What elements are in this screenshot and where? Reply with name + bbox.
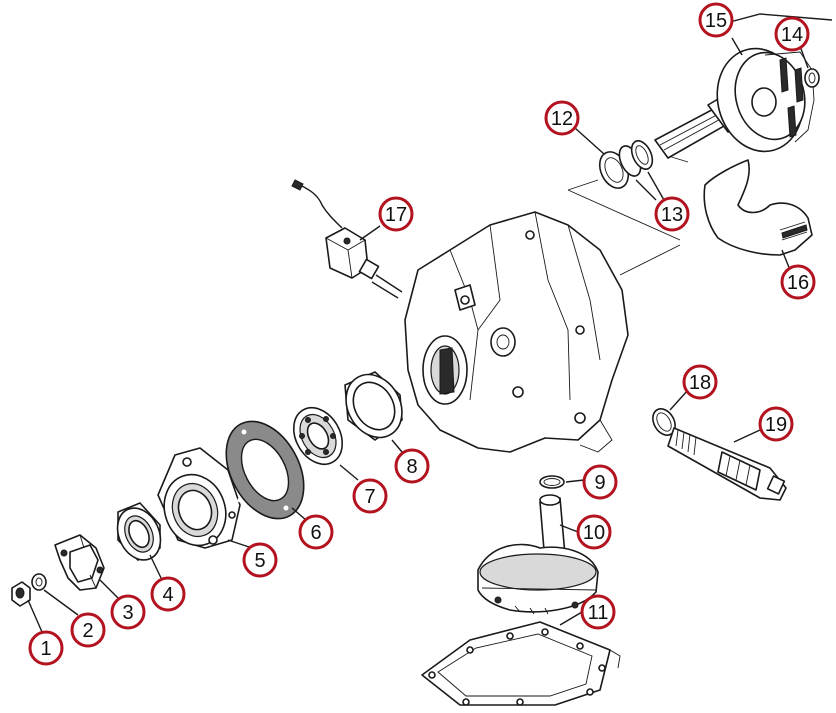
callout-number: 6 — [310, 522, 321, 544]
callout-circle — [242, 542, 278, 578]
callout-circle — [698, 2, 734, 38]
callout-circle — [378, 196, 414, 232]
part-3-yoke — [54, 534, 105, 591]
callout-number: 17 — [385, 204, 407, 226]
callout-circle — [110, 594, 146, 630]
callout-19: 19 — [758, 406, 794, 442]
callout-number: 11 — [588, 602, 609, 624]
callout-circle — [582, 464, 618, 500]
callout-17: 17 — [378, 196, 414, 232]
callout-number: 14 — [781, 24, 803, 46]
part-5-rear-cover — [157, 447, 241, 549]
part-7-bearing — [292, 406, 344, 466]
part-10-filter-pickup — [477, 494, 599, 615]
callout-18: 18 — [682, 364, 718, 400]
callout-circle — [28, 630, 64, 666]
callout-circle — [758, 406, 794, 442]
part-13-rings — [618, 140, 654, 177]
callout-11: 11 — [580, 594, 616, 630]
part-4-seal — [116, 502, 162, 561]
part-17-sensor-switch — [291, 179, 403, 299]
callout-number: 15 — [705, 10, 727, 32]
callout-circle — [580, 594, 616, 630]
callout-number: 10 — [583, 522, 605, 544]
part-9-o-ring — [539, 475, 565, 489]
callout-6: 6 — [298, 514, 334, 550]
callout-12: 12 — [544, 100, 580, 136]
callout-circle — [544, 100, 580, 136]
callout-10: 10 — [576, 514, 612, 550]
callout-16: 16 — [780, 264, 816, 300]
callout-circle — [298, 514, 334, 550]
callout-number: 13 — [661, 204, 683, 226]
part-2-washer — [31, 573, 47, 591]
callout-13: 13 — [654, 196, 690, 232]
callout-circle — [774, 16, 810, 52]
callout-14: 14 — [774, 16, 810, 52]
callout-number: 2 — [82, 620, 93, 642]
callout-circle — [394, 448, 430, 484]
callout-circle — [682, 364, 718, 400]
callout-15: 15 — [698, 2, 734, 38]
callout-circle — [576, 514, 612, 550]
callout-number: 18 — [689, 372, 711, 394]
callout-5: 5 — [242, 542, 278, 578]
callout-number: 4 — [162, 584, 173, 606]
part-18-o-ring — [652, 408, 676, 436]
callout-number: 3 — [122, 602, 133, 624]
callout-9: 9 — [582, 464, 618, 500]
transmission-housing — [404, 211, 629, 453]
callout-circle — [150, 576, 186, 612]
callout-1: 1 — [28, 630, 64, 666]
callout-circle — [654, 196, 690, 232]
callout-3: 3 — [110, 594, 146, 630]
callout-number: 1 — [40, 638, 51, 660]
part-16-shield-plate — [703, 159, 813, 256]
part-15-clutch-drum-shaft — [654, 47, 815, 159]
callout-number: 5 — [254, 550, 265, 572]
callout-8: 8 — [394, 448, 430, 484]
callout-circle — [352, 478, 388, 514]
callout-circle — [780, 264, 816, 300]
callout-number: 7 — [364, 486, 375, 508]
callout-2: 2 — [70, 612, 106, 648]
part-6-gasket — [225, 420, 305, 520]
callout-4: 4 — [150, 576, 186, 612]
callout-number: 19 — [765, 414, 787, 436]
part-8-bearing-race — [344, 371, 403, 441]
callout-7: 7 — [352, 478, 388, 514]
callout-number: 9 — [594, 472, 605, 494]
callout-number: 12 — [551, 108, 573, 130]
part-14-snap-ring — [804, 68, 820, 88]
part-19-shaft — [667, 427, 787, 501]
part-1-nut — [11, 581, 31, 607]
assembly-guide-lines — [567, 154, 689, 276]
callout-number: 8 — [406, 456, 417, 478]
callout-number: 16 — [787, 272, 809, 294]
part-11-pan-gasket — [421, 621, 621, 706]
callout-circle — [70, 612, 106, 648]
